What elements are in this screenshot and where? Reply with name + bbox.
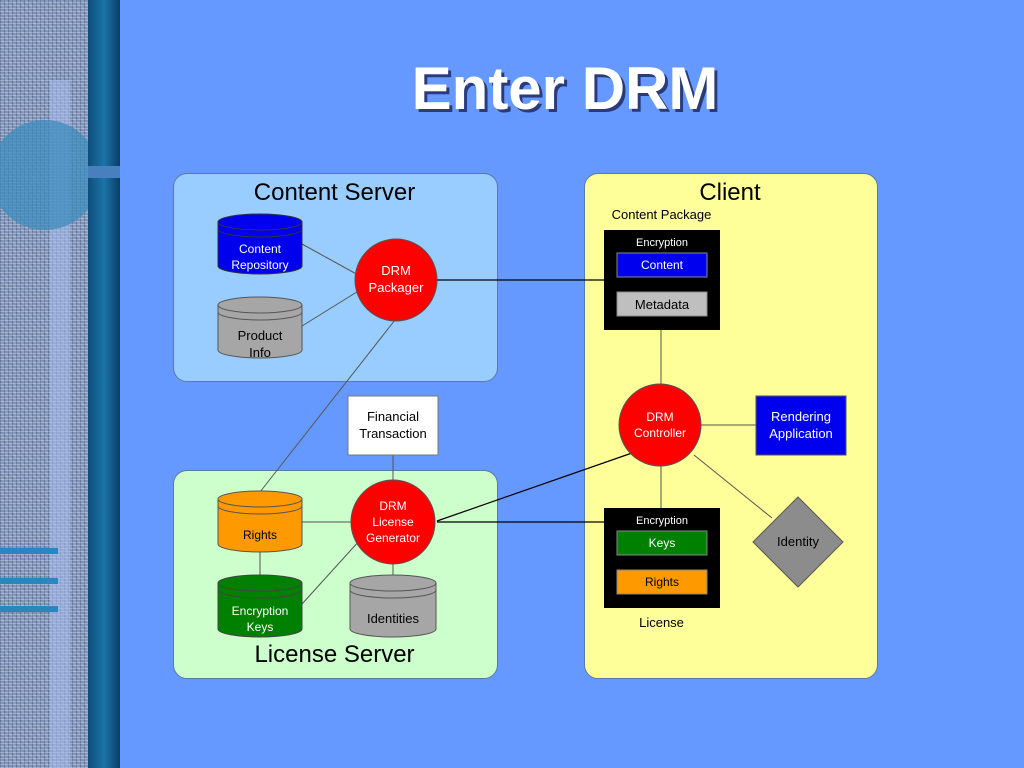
rights-database: Rights (217, 490, 303, 553)
decorative-circle (0, 120, 100, 230)
financial-transaction-label-line2: Transaction (359, 426, 426, 441)
package-encryption-label: Encryption (636, 237, 688, 249)
rights-db-label: Rights (243, 528, 277, 542)
drm-packager-label-line2: Packager (369, 280, 425, 295)
license-encryption-label: Encryption (636, 515, 688, 527)
decorative-line (0, 578, 58, 584)
connector-packager-rights (259, 319, 396, 493)
license-keys-block (616, 530, 708, 556)
content-repository-label-line1: Content (239, 242, 282, 256)
package-content-label: Content (641, 258, 684, 272)
package-metadata-label: Metadata (635, 297, 690, 312)
encryption-keys-database: Encryption Keys (217, 574, 303, 638)
identities-database: Identities (349, 574, 437, 638)
license-generator-label-line3: Generator (366, 531, 420, 545)
content-repository-label-line2: Repository (231, 258, 288, 272)
identities-label: Identities (367, 611, 420, 626)
license-rights-label: Rights (645, 575, 679, 589)
slide-title: Enter DRM (411, 55, 719, 122)
connector-repository-packager (301, 243, 361, 277)
financial-transaction-box: Financial Transaction (347, 395, 439, 456)
connectors (259, 243, 773, 605)
license-generator-label-line1: DRM (379, 499, 406, 513)
decorative-horizontal-bar (88, 166, 120, 178)
drm-controller-node: DRM Controller (618, 383, 702, 467)
identity-diamond: Identity (752, 496, 844, 588)
drm-packager-node: DRM Packager (354, 238, 438, 322)
content-package-label: Content Package (611, 207, 712, 222)
encryption-keys-label-line1: Encryption (232, 604, 289, 618)
license-generator-label-line2: License (372, 515, 414, 529)
product-info-database: Product Info (217, 296, 303, 360)
drm-packager-label-line1: DRM (381, 263, 411, 278)
product-info-label-line2: Info (249, 345, 271, 360)
decorative-band (88, 0, 120, 768)
encryption-keys-label-line2: Keys (247, 620, 274, 634)
drm-controller-label-line2: Controller (634, 426, 686, 440)
license-box: Encryption Keys Rights (604, 508, 720, 608)
connector-keys-generator (301, 539, 361, 605)
client-label: Client (699, 179, 761, 206)
decorative-line (0, 606, 58, 612)
license-label: License (639, 615, 684, 630)
financial-transaction-label-line1: Financial (367, 409, 419, 424)
product-info-label-line1: Product (238, 328, 283, 343)
content-package-box: Encryption Content Metadata (604, 230, 720, 330)
identity-label: Identity (777, 534, 819, 549)
connector-controller-identity (693, 454, 773, 519)
connector-productinfo-packager (301, 289, 361, 327)
content-repository-database: Content Repository (217, 213, 303, 275)
connector-generator-controller (436, 452, 633, 522)
drm-controller-label-line1: DRM (646, 410, 673, 424)
license-keys-label: Keys (649, 536, 676, 550)
license-server-label: License Server (254, 641, 415, 668)
decorative-sidebar (0, 0, 100, 768)
package-metadata-block (616, 291, 708, 317)
drm-license-generator-node: DRM License Generator (350, 479, 436, 565)
package-content-block (616, 252, 708, 278)
license-rights-block (616, 569, 708, 595)
decorative-vertical-bar (50, 80, 70, 768)
rendering-app-label-line2: Application (769, 426, 833, 441)
content-server-label: Content Server (253, 179, 416, 206)
rendering-application-box: Rendering Application (755, 395, 847, 456)
decorative-line (0, 548, 58, 554)
rendering-app-label-line1: Rendering (771, 409, 831, 424)
